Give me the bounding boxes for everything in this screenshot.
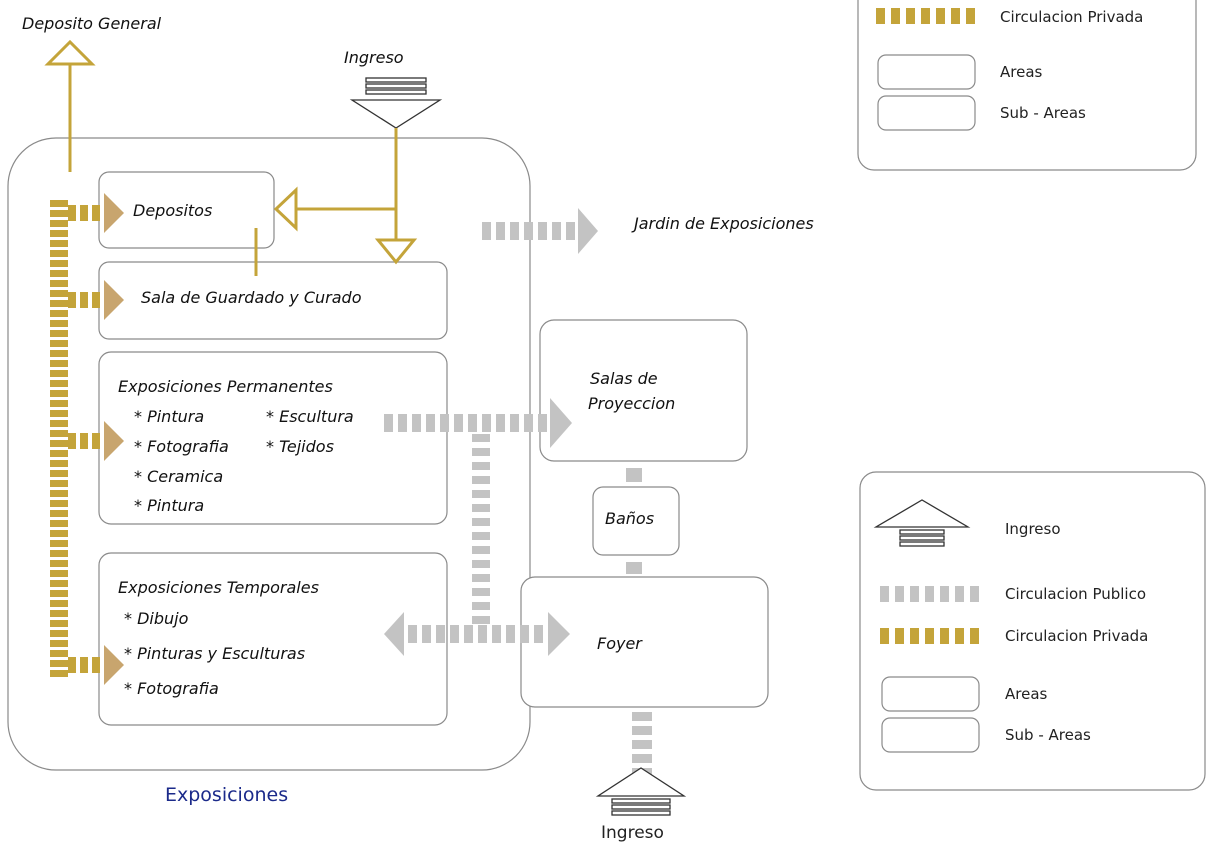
- legend-bottom-public-label: Circulacion Publico: [1005, 585, 1147, 603]
- deposito-general-label: Deposito General: [22, 14, 162, 33]
- private-ingreso-line: [254, 128, 418, 276]
- private-branch-sala-guardado: [68, 280, 124, 320]
- private-branch-exp-temporales: [68, 645, 124, 685]
- ingreso-top-symbol: [349, 77, 443, 129]
- legend-top-areas-label: Areas: [1000, 63, 1043, 81]
- depositos-label: Depositos: [133, 201, 213, 220]
- legend-bottom-subareas-label: Sub - Areas: [1005, 726, 1091, 744]
- private-branch-exp-permanentes: [68, 421, 124, 461]
- ingreso-top-label: Ingreso: [344, 48, 404, 67]
- exp-permanentes-item-pintura: * Pintura: [134, 407, 205, 426]
- foyer-label: Foyer: [597, 634, 642, 653]
- public-vertical-connector: [472, 434, 490, 624]
- salas-proyeccion-label-2: Proyeccion: [588, 394, 676, 413]
- legend-top-private-label: Circulacion Privada: [1000, 8, 1144, 26]
- exposiciones-group-title: Exposiciones: [165, 784, 289, 806]
- public-to-jardin: [482, 208, 598, 254]
- exp-permanentes-item-pintura-2: * Pintura: [134, 496, 205, 515]
- exp-permanentes-title: Exposiciones Permanentes: [118, 377, 333, 396]
- private-branch-depositos: [68, 193, 124, 233]
- legend-bottom-ingreso-swatch: [873, 499, 971, 547]
- exp-temporales-item-pinturas-esculturas: * Pinturas y Esculturas: [124, 644, 306, 663]
- ingreso-bottom-symbol: [595, 767, 687, 816]
- legend-bottom-areas-swatch: [881, 676, 980, 712]
- legend-bottom-ingreso-label: Ingreso: [1005, 520, 1061, 538]
- jardin-label: Jardin de Exposiciones: [634, 214, 814, 233]
- legend-bottom-areas-label: Areas: [1005, 685, 1048, 703]
- banos-box: [592, 486, 680, 556]
- deposito-general-arrow: [44, 39, 96, 172]
- exp-permanentes-item-tejidos: * Tejidos: [266, 437, 334, 456]
- legend-bottom-public-swatch: [880, 586, 979, 602]
- legend-top-subareas-swatch: [877, 95, 976, 131]
- legend-top-areas-swatch: [877, 54, 976, 90]
- salas-proyeccion-label-1: Salas de: [590, 369, 658, 388]
- public-foyer-to-ingreso: [632, 712, 652, 777]
- legend-bottom-subareas-swatch: [881, 717, 980, 753]
- exp-temporales-item-dibujo: * Dibujo: [124, 609, 189, 628]
- legend-bottom-private-label: Circulacion Privada: [1005, 627, 1149, 645]
- salas-proyeccion-box: [539, 319, 748, 462]
- ingreso-bottom-label: Ingreso: [601, 823, 664, 843]
- exposiciones-group-box: [7, 137, 531, 771]
- exp-temporales-title: Exposiciones Temporales: [118, 578, 319, 597]
- legend-bottom-private-swatch: [880, 628, 979, 644]
- public-permanentes-to-salas: [384, 398, 572, 448]
- sala-guardado-label: Sala de Guardado y Curado: [141, 288, 362, 307]
- legend-top-private-swatch: [876, 8, 975, 24]
- exp-temporales-item-fotografia: * Fotografia: [124, 679, 219, 698]
- private-circulation-spine: [50, 200, 68, 678]
- legend-top-subareas-label: Sub - Areas: [1000, 104, 1086, 122]
- exp-permanentes-item-fotografia: * Fotografia: [134, 437, 229, 456]
- exp-permanentes-item-escultura: * Escultura: [266, 407, 354, 426]
- exp-permanentes-item-ceramica: * Ceramica: [134, 467, 224, 486]
- banos-label: Baños: [605, 509, 655, 528]
- public-salas-banos-foyer: [626, 468, 642, 574]
- exp-temporales-box: [98, 552, 448, 726]
- public-temporales-foyer: [384, 612, 570, 656]
